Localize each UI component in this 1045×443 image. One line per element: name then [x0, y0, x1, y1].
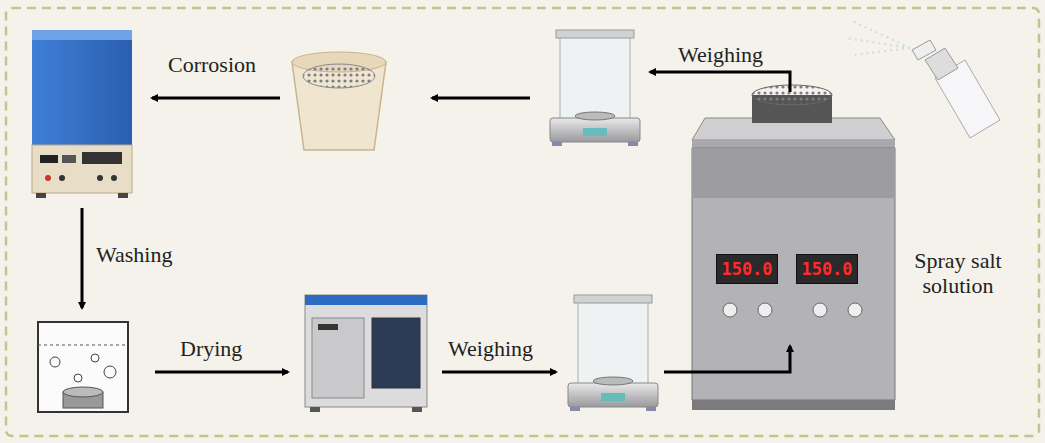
beaker: [38, 322, 128, 412]
step-label: Weighing: [678, 42, 788, 67]
digital-display: 150.0: [796, 254, 858, 284]
dashed-frame: [6, 8, 1039, 436]
analytical-balance: [568, 295, 658, 411]
crucible: [292, 52, 386, 150]
step-label: Corrosion: [168, 52, 278, 77]
display-reading: 150.0: [801, 259, 852, 279]
spray-bottle: [845, 20, 1000, 138]
digital-display: 150.0: [716, 254, 778, 284]
analytical-balance: [550, 30, 640, 146]
step-label: Spray salt solution: [898, 248, 1018, 299]
muffle-furnace: [32, 30, 132, 198]
step-label: Weighing: [448, 336, 558, 361]
step-label: Drying: [180, 336, 280, 361]
flow-arrows: [82, 72, 790, 372]
drying-oven: [305, 295, 427, 412]
hot-plate: [692, 85, 895, 410]
step-label: Washing: [96, 242, 206, 267]
display-reading: 150.0: [721, 259, 772, 279]
